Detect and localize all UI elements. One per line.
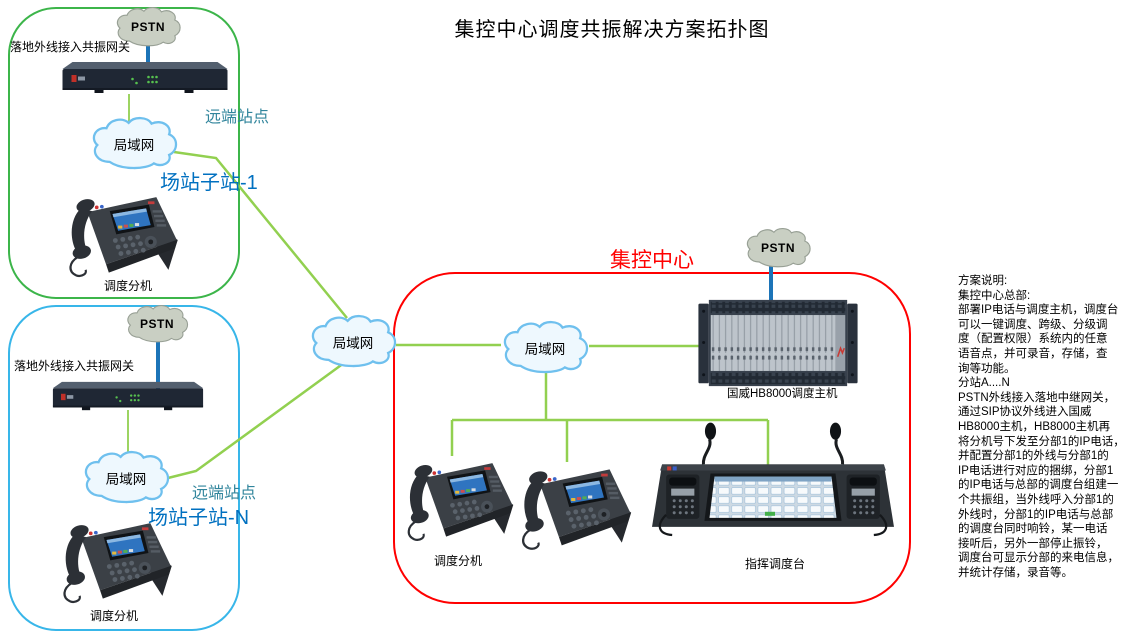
pstn-label: PSTN bbox=[139, 317, 174, 331]
ip-phone-center-1 bbox=[398, 452, 516, 545]
lan-label: 局域网 bbox=[105, 471, 147, 487]
ip-phone-icon bbox=[398, 452, 516, 545]
gateway-device-siten bbox=[52, 381, 204, 412]
lan-label: 局域网 bbox=[113, 137, 155, 153]
control-center-title: 集控中心 bbox=[610, 249, 694, 272]
phone-label-center: 调度分机 bbox=[434, 554, 483, 568]
lan-label: 局域网 bbox=[524, 341, 566, 357]
ip-phone-icon bbox=[58, 186, 182, 281]
ip-phone-icon bbox=[512, 458, 634, 554]
ip-phone-center-2 bbox=[512, 458, 634, 554]
pstn-label: PSTN bbox=[130, 20, 165, 34]
console-icon bbox=[652, 414, 894, 537]
remote-site-tag-1: 远端站点 bbox=[205, 109, 270, 126]
ip-phone-site1 bbox=[58, 186, 182, 281]
lan-cloud-center: 局域网 bbox=[499, 320, 591, 375]
gateway-label-siten: 落地外线接入共振网关 bbox=[14, 359, 135, 373]
control-center-box bbox=[393, 272, 911, 604]
site-name-1: 场站子站-1 bbox=[160, 172, 258, 194]
lan-cloud-site1: 局域网 bbox=[88, 116, 180, 171]
pstn-cloud-site1: PSTN bbox=[108, 6, 188, 48]
pstn-cloud-siten: PSTN bbox=[118, 304, 196, 344]
lan-cloud-backbone: 局域网 bbox=[307, 314, 399, 369]
server-label: 国威HB8000调度主机 bbox=[727, 388, 838, 400]
console-label: 指挥调度台 bbox=[745, 557, 806, 571]
gateway-icon bbox=[62, 61, 228, 95]
gateway-device-site1 bbox=[62, 61, 228, 95]
solution-notes: 方案说明: 集控中心总部: 部署IP电话与调度主机，调度台 可以一键调度、跨级、… bbox=[958, 275, 1125, 579]
lan-label: 局域网 bbox=[332, 335, 374, 351]
pstn-cloud-center: PSTN bbox=[738, 227, 818, 269]
gateway-label-site1: 落地外线接入共振网关 bbox=[10, 40, 131, 54]
dispatch-console bbox=[652, 414, 894, 537]
phone-label-siten: 调度分机 bbox=[90, 609, 139, 623]
remote-site-tag-n: 远端站点 bbox=[192, 485, 257, 502]
gateway-icon bbox=[52, 381, 204, 412]
phone-label-site1: 调度分机 bbox=[104, 279, 153, 293]
site-name-n: 场站子站-N bbox=[148, 507, 250, 529]
page-title: 集控中心调度共振解决方案拓扑图 bbox=[454, 19, 770, 41]
server-icon bbox=[696, 298, 860, 388]
dispatch-server bbox=[696, 298, 860, 388]
lan-cloud-siten: 局域网 bbox=[80, 450, 172, 505]
pstn-label: PSTN bbox=[760, 241, 795, 255]
